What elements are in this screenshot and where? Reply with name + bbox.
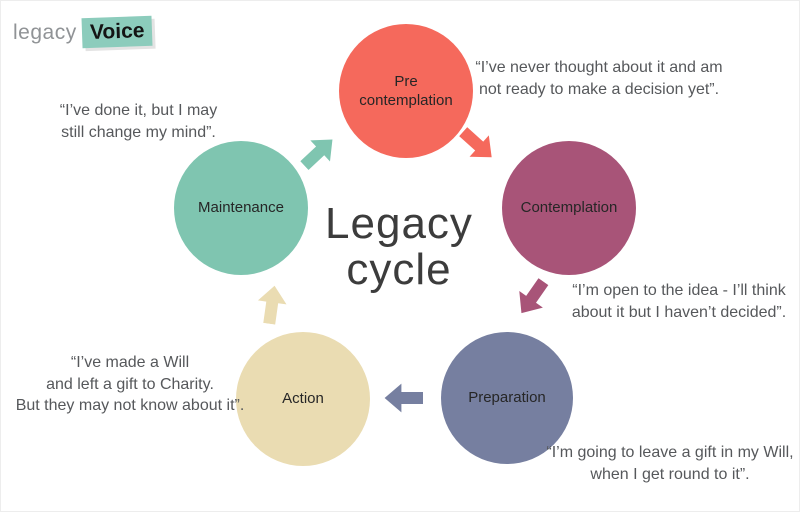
stage-circle-pre-contemplation: Pre contemplation bbox=[339, 24, 473, 158]
quote-line: not ready to make a decision yet”. bbox=[478, 80, 720, 98]
quote-line: “I’ve made a Will bbox=[70, 354, 190, 371]
quote-line: when I get round to it”. bbox=[590, 465, 750, 483]
stage-label-action: Action bbox=[282, 390, 324, 408]
stage-circle-maintenance: Maintenance bbox=[174, 141, 308, 275]
stage-label-contemplation: Contemplation bbox=[520, 199, 618, 217]
quote-line: about it but I haven’t decided”. bbox=[571, 303, 787, 321]
quote-contemplation: “I’m open to the idea - I’ll think about… bbox=[559, 280, 799, 323]
quote-line: “I’ve never thought about it and am bbox=[475, 59, 723, 76]
logo-legacy-text: legacy bbox=[13, 20, 77, 44]
stage-label-line: Pre bbox=[394, 72, 418, 90]
quote-line: But they may not know about it”. bbox=[15, 397, 245, 415]
quote-line: and left a gift to Charity. bbox=[46, 375, 214, 393]
arrow-pre-to-contemplation-icon bbox=[459, 127, 492, 158]
arrow-contemplation-to-preparation-icon bbox=[519, 278, 549, 314]
stage-circle-action: Action bbox=[236, 332, 370, 466]
arrow-action-to-maintenance-icon bbox=[257, 285, 287, 325]
quote-maintenance: “I’ve done it, but I may still change my… bbox=[31, 100, 246, 143]
quote-pre-contemplation: “I’ve never thought about it and am not … bbox=[471, 57, 727, 100]
stage-circle-contemplation: Contemplation bbox=[502, 141, 636, 275]
quote-line: still change my mind”. bbox=[61, 123, 216, 141]
center-title: Legacy cycle bbox=[299, 201, 499, 293]
quote-line: “I’ve done it, but I may bbox=[59, 102, 218, 119]
center-title-line2: cycle bbox=[346, 244, 452, 294]
stage-label-line: contemplation bbox=[359, 92, 453, 109]
stage-circle-preparation: Preparation bbox=[441, 332, 573, 464]
quote-line: “I’m going to leave a gift in my Will, bbox=[546, 444, 794, 461]
logo-voice-badge: Voice bbox=[81, 15, 153, 49]
quote-line: “I’m open to the idea - I’ll think bbox=[572, 282, 786, 299]
center-title-line1: Legacy bbox=[325, 199, 473, 248]
stage-label-maintenance: Maintenance bbox=[198, 199, 284, 217]
quote-preparation: “I’m going to leave a gift in my Will, w… bbox=[546, 442, 794, 485]
stage-label-pre-contemplation: Pre contemplation bbox=[359, 72, 452, 111]
arrow-preparation-to-action-icon bbox=[384, 383, 423, 413]
logo: legacy Voice bbox=[13, 15, 153, 49]
arrow-maintenance-to-pre-icon bbox=[300, 139, 333, 171]
quote-action: “I’ve made a Will and left a gift to Cha… bbox=[11, 352, 249, 417]
stage-label-preparation: Preparation bbox=[468, 389, 546, 407]
